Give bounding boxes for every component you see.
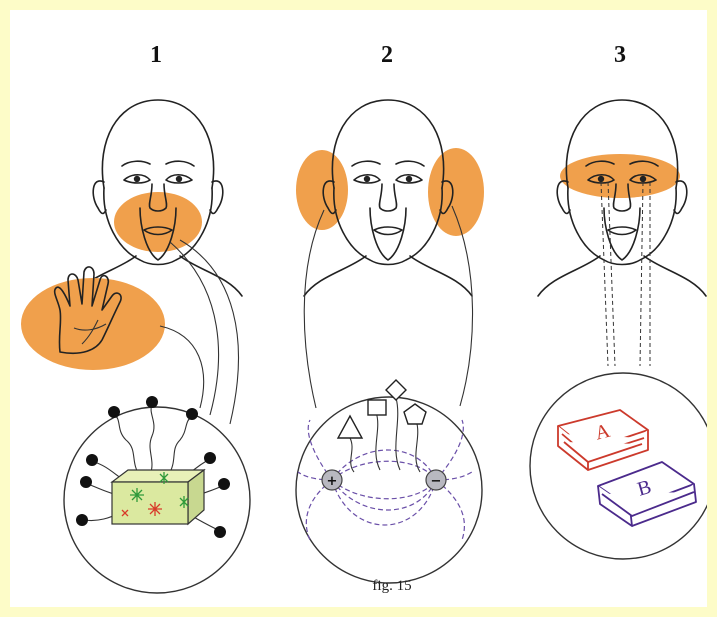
left-ear-highlight [296,150,348,230]
panel-1: 1 [21,42,250,593]
cube-icon [112,470,204,524]
mouth-highlight [114,192,202,252]
connector-right-ear [452,206,473,406]
figure-svg: 1 [10,10,707,607]
panel-2-number: 2 [381,42,393,68]
eye-sight-lines [601,182,650,366]
head-3-icon [538,100,706,296]
positive-charge-sign: + [327,474,338,489]
figure-canvas: 1 [10,10,707,607]
panel-3-number: 3 [614,42,626,68]
panel-3: 3 A B [530,42,707,559]
panel-2: 2 + [296,42,484,583]
figure-caption: fig. 15 [372,578,411,594]
hearing-circle [296,397,482,583]
connector-left-ear [304,210,324,408]
sight-circle [530,373,707,559]
eyes-highlight [560,154,680,198]
connector-mouth-2 [170,242,219,415]
negative-charge: − [426,470,446,490]
panel-1-number: 1 [150,42,162,68]
square-icon [368,400,386,415]
positive-charge: + [322,470,342,490]
negative-charge-sign: − [431,474,442,489]
connector-mouth [180,240,238,424]
connector-hand [160,326,204,408]
